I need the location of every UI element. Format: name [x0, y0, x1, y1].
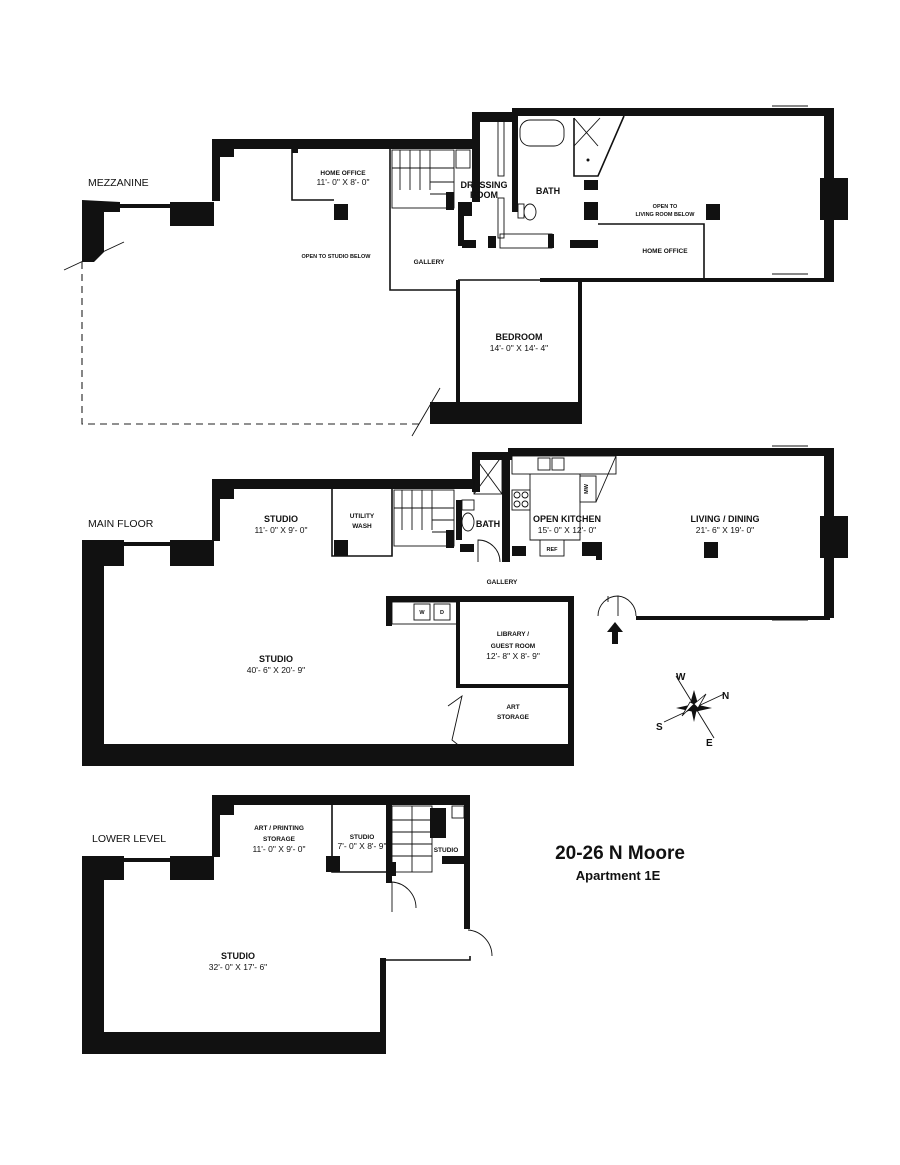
main-floor-label: MAIN FLOOR: [88, 518, 154, 530]
microwave-label: MW: [584, 483, 590, 494]
lower-studio-small-name: STUDIO: [350, 834, 375, 841]
main-utility-2: WASH: [352, 523, 372, 530]
lower-studio-large-name: STUDIO: [221, 951, 255, 961]
compass-s: S: [656, 722, 663, 733]
lower-art-printing-1: ART / PRINTING: [254, 825, 304, 832]
main-gallery: GALLERY: [487, 579, 518, 586]
lower-studio-corner: STUDIO: [434, 847, 459, 854]
mezzanine-label: MEZZANINE: [88, 177, 149, 189]
stair-icon: [393, 489, 455, 547]
lower-studio-small-dim: 7'- 0" X 8'- 9": [338, 841, 387, 851]
main-kitchen-dim: 15'- 0" X 12'- 0": [538, 525, 596, 535]
washer-label: W: [419, 610, 425, 616]
stair-icon: [391, 149, 455, 209]
compass-w: W: [676, 672, 686, 683]
main-library-dim: 12'- 8" X 8'- 9": [486, 651, 540, 661]
main-studio-large-dim: 40'- 6" X 20'- 9": [247, 665, 305, 675]
main-studio-small-name: STUDIO: [264, 514, 298, 524]
apartment-subtitle: Apartment 1E: [576, 868, 661, 883]
property-title: 20-26 N Moore: [555, 843, 685, 864]
mezz-open-to-living-1: OPEN TO: [653, 204, 678, 210]
entry-arrow-icon: [607, 622, 623, 644]
main-studio-large-name: STUDIO: [259, 654, 293, 664]
mezz-bedroom-dim: 14'- 0" X 14'- 4": [490, 343, 548, 353]
mezz-gallery: GALLERY: [414, 259, 445, 266]
lower-studio-large-dim: 32'- 0" X 17'- 6": [209, 962, 267, 972]
mezz-open-to-studio: OPEN TO STUDIO BELOW: [302, 254, 372, 260]
lower-art-printing-dim: 11'- 0" X 9'- 0": [252, 844, 305, 854]
main-bath: BATH: [476, 519, 500, 529]
main-art-storage-2: STORAGE: [497, 714, 530, 721]
mezz-open-to-living-2: LIVING ROOM BELOW: [636, 212, 696, 218]
wall: [82, 200, 120, 262]
main-utility-1: UTILITY: [350, 513, 375, 520]
mezz-bedroom-name: BEDROOM: [496, 332, 543, 342]
compass-n: N: [722, 691, 729, 702]
mezz-home-office-2: HOME OFFICE: [642, 248, 688, 255]
mezz-home-office-name: HOME OFFICE: [320, 170, 366, 177]
compass-e: E: [706, 738, 713, 749]
main-studio-small-dim: 11'- 0" X 9'- 0": [254, 525, 307, 535]
main-library-1: LIBRARY /: [497, 631, 529, 638]
main-kitchen-name: OPEN KITCHEN: [533, 514, 601, 524]
mezz-bath: BATH: [536, 186, 560, 196]
main-floor-plan: MAIN FLOOR STUDIO 11'- 0" X 9'- 0" UTILI…: [82, 445, 848, 766]
mezzanine-plan: MEZZANINE HOME OFFICE 11'- 0" X 8'- 0" O…: [63, 105, 848, 437]
lower-art-printing-2: STORAGE: [263, 836, 296, 843]
compass-rose-icon: W N S E: [656, 672, 729, 749]
stair-icon: [391, 805, 433, 873]
main-living-dim: 21'- 6" X 19'- 0": [696, 525, 754, 535]
main-art-storage-1: ART: [506, 704, 519, 711]
lower-level-label: LOWER LEVEL: [92, 833, 166, 845]
main-library-2: GUEST ROOM: [491, 643, 535, 650]
mezz-home-office-dim: 11'- 0" X 8'- 0": [316, 177, 369, 187]
mezz-dressing-room-1: DRESSING: [460, 180, 507, 190]
dryer-label: D: [440, 610, 444, 616]
mezz-dressing-room-2: ROOM: [470, 190, 498, 200]
refrigerator-label: REF: [547, 547, 559, 553]
lower-level-plan: LOWER LEVEL ART / PRINTING STORAGE 11'- …: [82, 795, 493, 1054]
main-living-name: LIVING / DINING: [690, 514, 759, 524]
